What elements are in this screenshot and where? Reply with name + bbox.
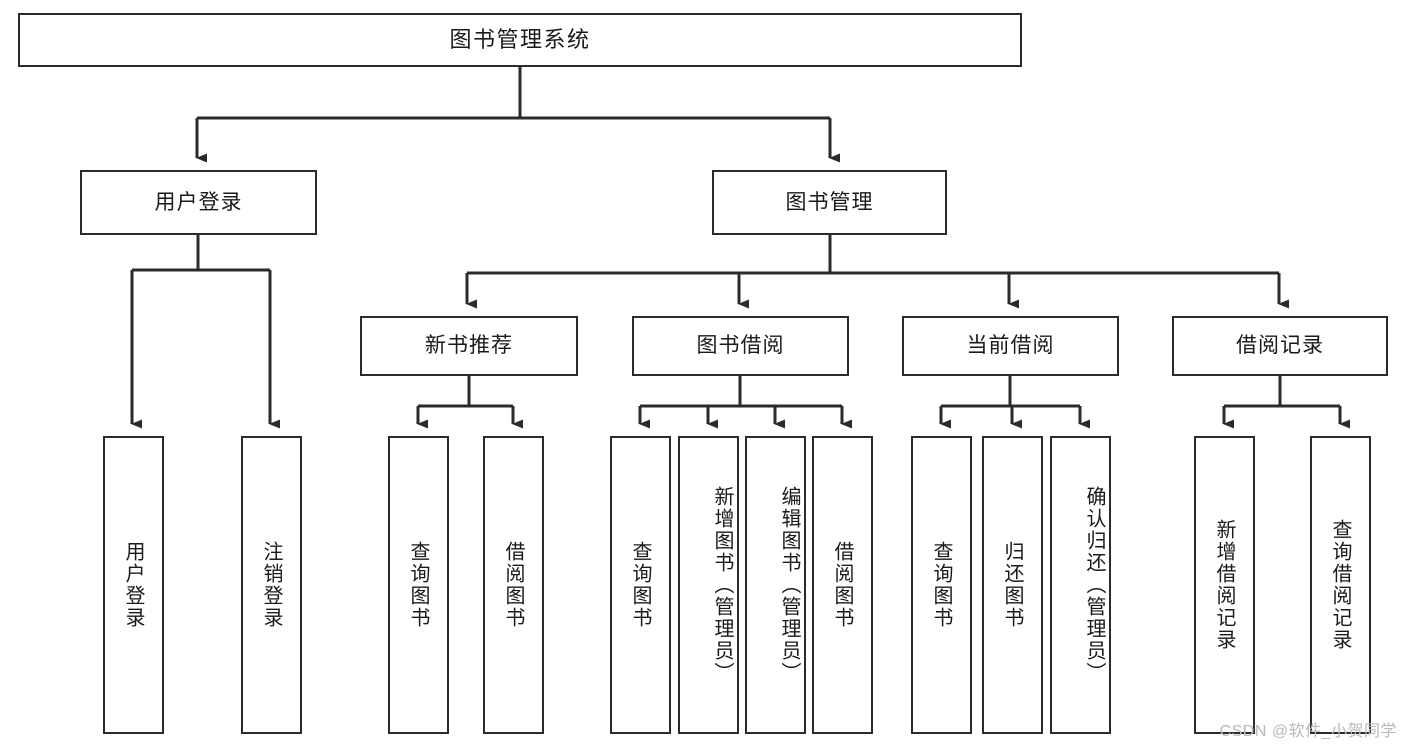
node-book-management[interactable]: 图书管理 — [712, 170, 947, 235]
node-leaf-add-book-admin[interactable]: 新增图书（管理员） — [678, 436, 739, 734]
node-leaf-add-borrow-record[interactable]: 新增借阅记录 — [1194, 436, 1255, 734]
node-leaf-query-book-current[interactable]: 查询图书 — [911, 436, 972, 734]
node-leaf-query-book-borrow[interactable]: 查询图书 — [610, 436, 671, 734]
node-user-login-label: 用户登录 — [154, 190, 243, 214]
node-leaf-edit-book-admin[interactable]: 编辑图书（管理员） — [745, 436, 806, 734]
node-root[interactable]: 图书管理系统 — [18, 13, 1022, 67]
node-leaf-user-logout-label: 注销登录 — [260, 541, 282, 629]
node-leaf-return-book-label: 归还图书 — [1001, 541, 1023, 629]
node-leaf-query-book-borrow-label: 查询图书 — [629, 541, 651, 629]
node-leaf-user-login[interactable]: 用户登录 — [103, 436, 164, 734]
node-borrow-record-label: 借阅记录 — [1236, 334, 1324, 358]
node-new-book-recommend-label: 新书推荐 — [425, 334, 513, 358]
node-current-borrow[interactable]: 当前借阅 — [902, 316, 1119, 376]
node-leaf-query-borrow-record-label: 查询借阅记录 — [1329, 519, 1351, 651]
node-leaf-user-login-label: 用户登录 — [122, 541, 144, 629]
node-leaf-add-borrow-record-label: 新增借阅记录 — [1213, 519, 1235, 651]
node-leaf-query-borrow-record[interactable]: 查询借阅记录 — [1310, 436, 1371, 734]
node-leaf-confirm-return-admin-label: 确认归还（管理员） — [1083, 486, 1105, 684]
node-book-borrow-label: 图书借阅 — [696, 334, 785, 358]
node-leaf-add-book-admin-label: 新增图书（管理员） — [711, 486, 733, 684]
node-leaf-query-book-current-label: 查询图书 — [930, 541, 952, 629]
node-leaf-query-book-recommend[interactable]: 查询图书 — [388, 436, 449, 734]
node-leaf-edit-book-admin-label: 编辑图书（管理员） — [778, 486, 800, 684]
node-leaf-borrow-book-label: 借阅图书 — [831, 541, 853, 629]
node-book-management-label: 图书管理 — [785, 190, 874, 214]
node-leaf-borrow-book-recommend[interactable]: 借阅图书 — [483, 436, 544, 734]
node-user-login[interactable]: 用户登录 — [80, 170, 317, 235]
node-book-borrow[interactable]: 图书借阅 — [632, 316, 849, 376]
node-leaf-confirm-return-admin[interactable]: 确认归还（管理员） — [1050, 436, 1111, 734]
node-leaf-borrow-book-recommend-label: 借阅图书 — [502, 541, 524, 629]
node-leaf-return-book[interactable]: 归还图书 — [982, 436, 1043, 734]
node-root-label: 图书管理系统 — [449, 26, 591, 52]
node-new-book-recommend[interactable]: 新书推荐 — [360, 316, 578, 376]
node-leaf-query-book-recommend-label: 查询图书 — [407, 541, 429, 629]
node-leaf-user-logout[interactable]: 注销登录 — [241, 436, 302, 734]
node-current-borrow-label: 当前借阅 — [966, 334, 1055, 358]
node-leaf-borrow-book[interactable]: 借阅图书 — [812, 436, 873, 734]
node-borrow-record[interactable]: 借阅记录 — [1172, 316, 1388, 376]
